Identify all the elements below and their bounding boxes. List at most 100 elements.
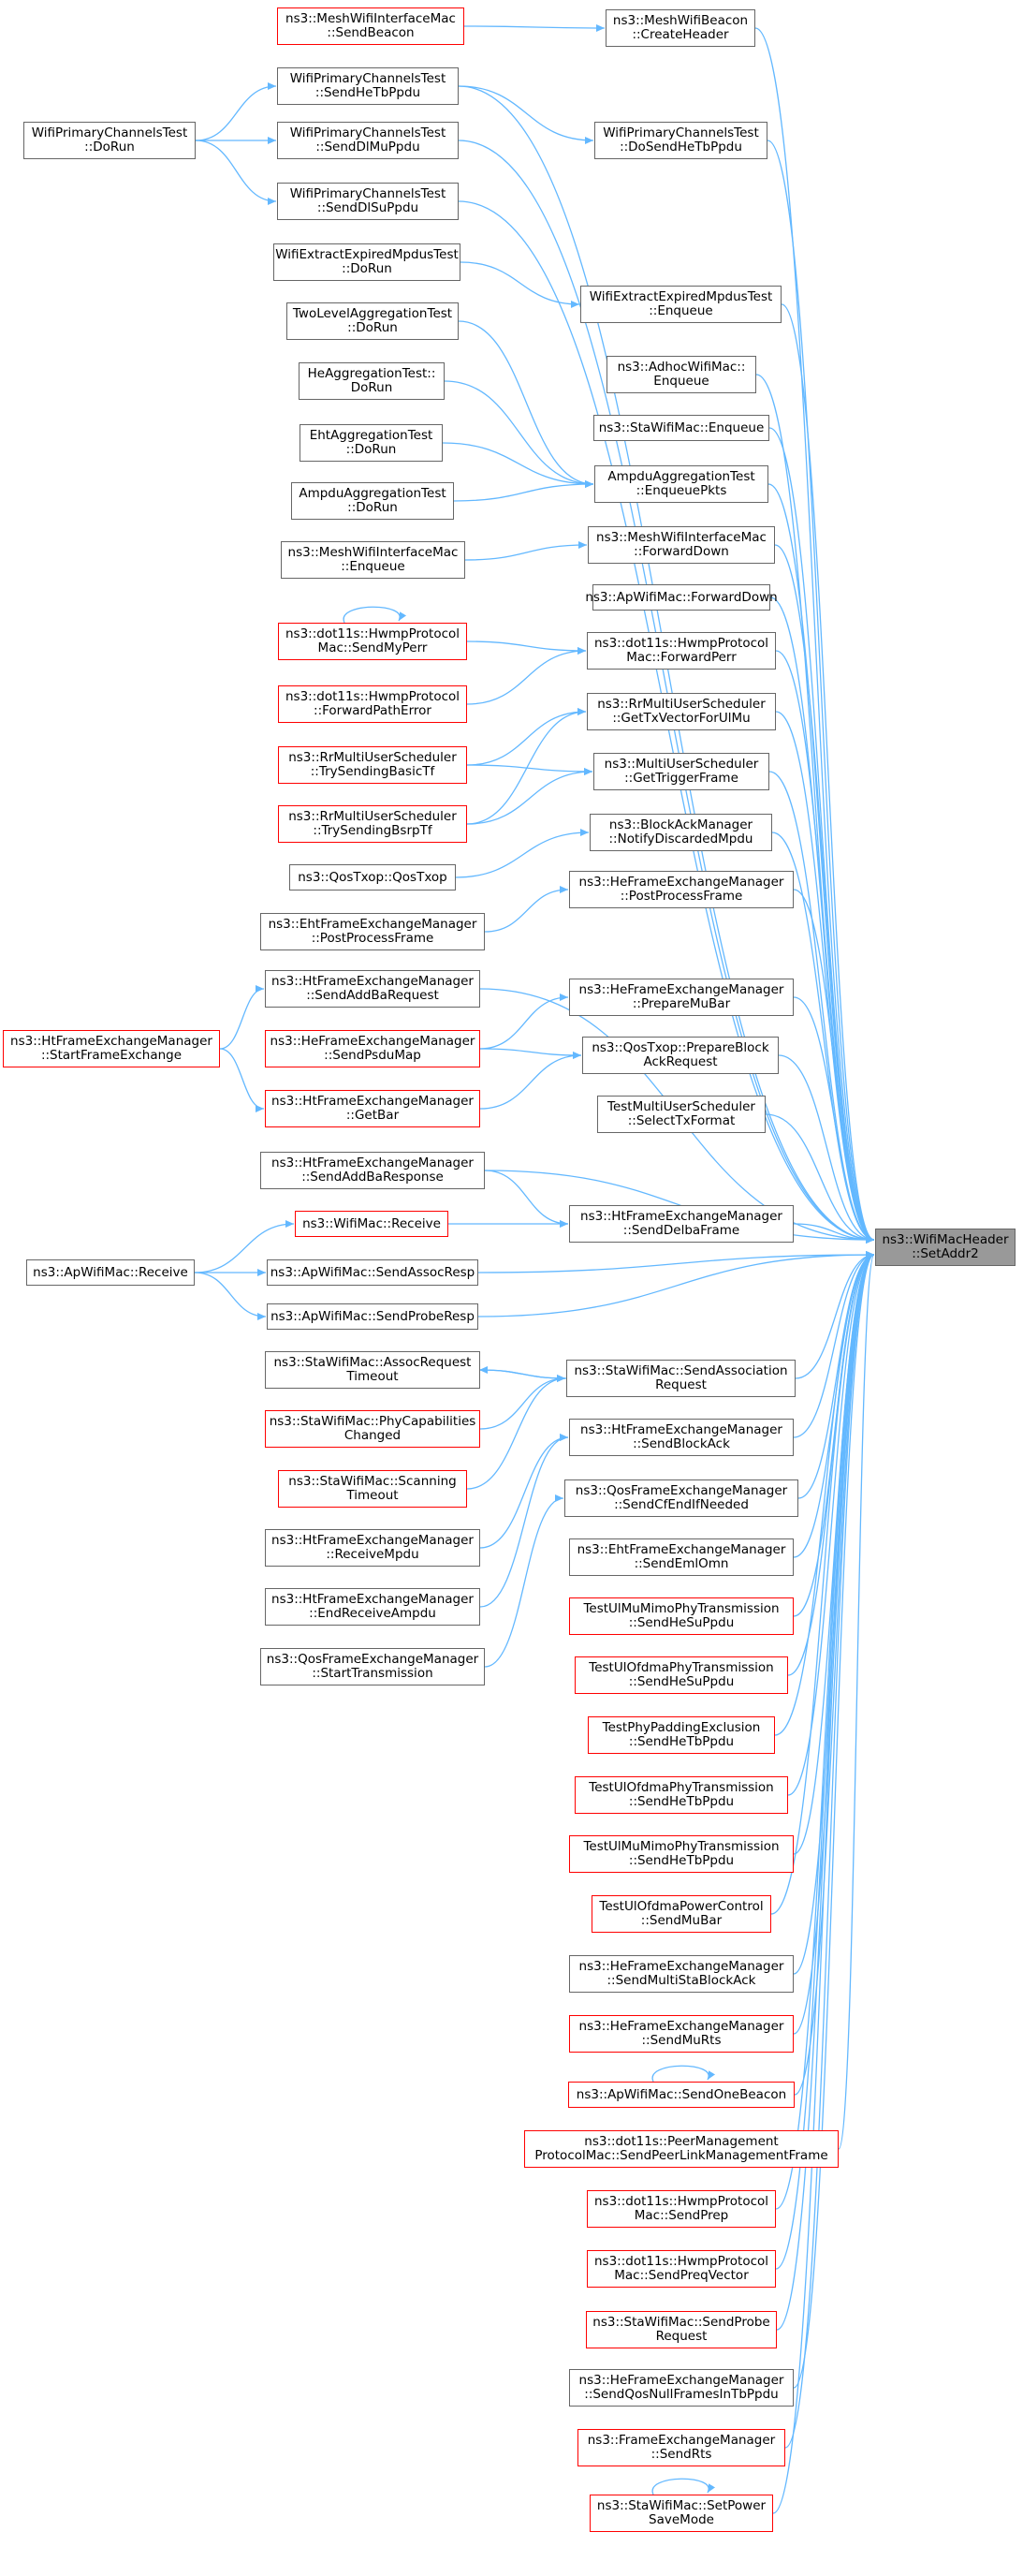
node-ns3-ehtframeexchangemanager-sendemlomn[interactable]: ns3::EhtFrameExchangeManager::SendEmlOmn bbox=[569, 1538, 794, 1576]
call-edge-n54-n49 bbox=[484, 1494, 564, 1668]
node-label-line: ns3::StaWifiMac::Enqueue bbox=[598, 420, 765, 435]
node-label-line: ns3::StaWifiMac::AssocRequest bbox=[273, 1355, 472, 1370]
node-ns3-rrmultiuserscheduler-trysendingbasictf[interactable]: ns3::RrMultiUserScheduler::TrySendingBas… bbox=[278, 746, 467, 784]
node-ns3-qostxop-qostxop[interactable]: ns3::QosTxop::QosTxop bbox=[289, 864, 456, 891]
node-wifiprimarychannelstest-dorun[interactable]: WifiPrimaryChannelsTest::DoRun bbox=[23, 122, 196, 159]
node-ampduaggregationtest-dorun[interactable]: AmpduAggregationTest::DoRun bbox=[291, 482, 454, 520]
node-ehtaggregationtest-dorun[interactable]: EhtAggregationTest::DoRun bbox=[300, 424, 443, 462]
node-label-line: TestUlOfdmaPhyTransmission bbox=[589, 1660, 774, 1675]
node-wifiextractexpiredmpdustest-enqueue[interactable]: WifiExtractExpiredMpdusTest::Enqueue bbox=[580, 286, 782, 323]
node-ns3-frameexchangemanager-sendrts[interactable]: ns3::FrameExchangeManager::SendRts bbox=[577, 2429, 785, 2466]
node-ns3-heframeexchangemanager-postprocessframe[interactable]: ns3::HeFrameExchangeManager::PostProcess… bbox=[569, 871, 794, 908]
node-ns3-heframeexchangemanager-sendmurts[interactable]: ns3::HeFrameExchangeManager::SendMuRts bbox=[569, 2015, 794, 2053]
node-ns3-qosframeexchangemanager-sendcfendifneeded[interactable]: ns3::QosFrameExchangeManager::SendCfEndI… bbox=[564, 1479, 798, 1517]
node-ns3-apwifimac-sendonebeacon[interactable]: ns3::ApWifiMac::SendOneBeacon bbox=[568, 2082, 795, 2108]
call-edge-n34-n35 bbox=[479, 1048, 582, 1059]
node-ns3-meshwifiinterfacemac-forwarddown[interactable]: ns3::MeshWifiInterfaceMac::ForwardDown bbox=[588, 526, 775, 564]
node-label-line: ns3::RrMultiUserScheduler bbox=[288, 809, 457, 824]
node-ampduaggregationtest-enqueuepkts[interactable]: AmpduAggregationTest::EnqueuePkts bbox=[594, 465, 768, 503]
node-ns3-heframeexchangemanager-sendqosnullframesintbppdu[interactable]: ns3::HeFrameExchangeManager::SendQosNull… bbox=[569, 2369, 794, 2407]
call-edge-n66-root bbox=[776, 1251, 875, 2331]
node-ns3-adhocwifimac-enqueue[interactable]: ns3::AdhocWifiMac::Enqueue bbox=[606, 356, 756, 393]
node-label-line: ns3::StaWifiMac::SendAssociation bbox=[574, 1363, 788, 1378]
node-ns3-stawifimac-enqueue[interactable]: ns3::StaWifiMac::Enqueue bbox=[593, 415, 769, 441]
node-label-line: WifiExtractExpiredMpdusTest bbox=[589, 289, 773, 304]
node-ns3-apwifimac-forwarddown[interactable]: ns3::ApWifiMac::ForwardDown bbox=[585, 584, 778, 611]
node-ns3-meshwifibeacon-createheader[interactable]: ns3::MeshWifiBeacon::CreateHeader bbox=[606, 9, 755, 47]
node-label-line: ::SendDelbaFrame bbox=[622, 1223, 740, 1238]
node-testphypaddingexclusion-sendhetbppdu[interactable]: TestPhyPaddingExclusion::SendHeTbPpdu bbox=[588, 1716, 775, 1754]
node-ns3-apwifimac-receive[interactable]: ns3::ApWifiMac::Receive bbox=[26, 1259, 195, 1286]
node-ns3-multiuserscheduler-gettriggerframe[interactable]: ns3::MultiUserScheduler::GetTriggerFrame bbox=[593, 753, 769, 790]
node-ns3-htframeexchangemanager-sendblockack[interactable]: ns3::HtFrameExchangeManager::SendBlockAc… bbox=[569, 1419, 794, 1456]
node-label-line: ns3::ApWifiMac::SendOneBeacon bbox=[576, 2086, 787, 2102]
node-label-line: ns3::HeFrameExchangeManager bbox=[578, 875, 784, 890]
node-label-line: ns3::RrMultiUserScheduler bbox=[288, 750, 457, 765]
node-label-line: TestMultiUserScheduler bbox=[607, 1099, 755, 1114]
node-heaggregationtest-dorun[interactable]: HeAggregationTest::DoRun bbox=[299, 362, 445, 400]
node-ns3-heframeexchangemanager-sendmultistablockack[interactable]: ns3::HeFrameExchangeManager::SendMultiSt… bbox=[569, 1955, 794, 1993]
node-ns3-heframeexchangemanager-sendpsdumap[interactable]: ns3::HeFrameExchangeManager::SendPsduMap bbox=[265, 1030, 480, 1067]
node-label-line: Request bbox=[655, 2329, 708, 2344]
node-testulmumimophytransmission-sendhetbppdu[interactable]: TestUlMuMimoPhyTransmission::SendHeTbPpd… bbox=[569, 1835, 794, 1873]
call-edge-n37-root bbox=[765, 1113, 875, 1244]
node-ns3-ehtframeexchangemanager-postprocessframe[interactable]: ns3::EhtFrameExchangeManager::PostProces… bbox=[260, 913, 485, 950]
node-wifiprimarychannelstest-dosendhetbppdu[interactable]: WifiPrimaryChannelsTest::DoSendHeTbPpdu bbox=[594, 122, 767, 159]
node-testmultiuserscheduler-selecttxformat[interactable]: TestMultiUserScheduler::SelectTxFormat bbox=[597, 1096, 766, 1133]
node-ns3-htframeexchangemanager-sendaddbarequest[interactable]: ns3::HtFrameExchangeManager::SendAddBaRe… bbox=[265, 970, 480, 1008]
node-label-line: ns3::HtFrameExchangeManager bbox=[580, 1209, 782, 1224]
node-twolevelaggregationtest-dorun[interactable]: TwoLevelAggregationTest::DoRun bbox=[286, 302, 459, 340]
node-ns3-meshwifiinterfacemac-sendbeacon[interactable]: ns3::MeshWifiInterfaceMac::SendBeacon bbox=[277, 7, 464, 45]
node-wifiprimarychannelstest-senddlmuppdu[interactable]: WifiPrimaryChannelsTest::SendDlMuPpdu bbox=[277, 122, 459, 159]
node-ns3-heframeexchangemanager-preparemubar[interactable]: ns3::HeFrameExchangeManager::PrepareMuBa… bbox=[569, 979, 794, 1016]
call-edge-n41-n39 bbox=[194, 1220, 295, 1273]
node-testulofdmaphytransmission-sendhetbppdu[interactable]: TestUlOfdmaPhyTransmission::SendHeTbPpdu bbox=[575, 1776, 788, 1814]
node-label-line: ::PostProcessFrame bbox=[620, 889, 743, 904]
node-ns3-wifimac-receive[interactable]: ns3::WifiMac::Receive bbox=[295, 1211, 448, 1237]
node-label-line: ::SendDlMuPpdu bbox=[315, 140, 420, 155]
node-ns3-meshwifiinterfacemac-enqueue[interactable]: ns3::MeshWifiInterfaceMac::Enqueue bbox=[281, 541, 465, 579]
call-edge-n8-n9 bbox=[460, 261, 580, 308]
node-ns3-rrmultiuserscheduler-trysendingbsrptf[interactable]: ns3::RrMultiUserScheduler::TrySendingBsr… bbox=[278, 805, 467, 843]
node-wifiprimarychannelstest-sendhetbppdu[interactable]: WifiPrimaryChannelsTest::SendHeTbPpdu bbox=[277, 67, 459, 105]
call-edge-n20-n21 bbox=[466, 640, 587, 655]
node-ns3-htframeexchangemanager-startframeexchange[interactable]: ns3::HtFrameExchangeManager::StartFrameE… bbox=[3, 1030, 220, 1067]
node-testulofdmapowercontrol-sendmubar[interactable]: TestUlOfdmaPowerControl::SendMuBar bbox=[592, 1895, 771, 1933]
node-ns3-htframeexchangemanager-getbar[interactable]: ns3::HtFrameExchangeManager::GetBar bbox=[265, 1090, 480, 1127]
node-wifiextractexpiredmpdustest-dorun[interactable]: WifiExtractExpiredMpdusTest::DoRun bbox=[273, 243, 460, 281]
node-label-line: ns3::EhtFrameExchangeManager bbox=[577, 1542, 786, 1557]
node-ns3-apwifimac-sendproberesp[interactable]: ns3::ApWifiMac::SendProbeResp bbox=[267, 1303, 478, 1330]
node-label-line: WifiPrimaryChannelsTest bbox=[289, 125, 446, 140]
node-ns3-rrmultiuserscheduler-gettxvectorforulmu[interactable]: ns3::RrMultiUserScheduler::GetTxVectorFo… bbox=[587, 693, 776, 730]
node-ns3-apwifimac-sendassocresp[interactable]: ns3::ApWifiMac::SendAssocResp bbox=[267, 1259, 478, 1286]
node-testulofdmaphytransmission-sendhesuppdu[interactable]: TestUlOfdmaPhyTransmission::SendHeSuPpdu bbox=[575, 1656, 788, 1694]
node-ns3-htframeexchangemanager-senddelbaframe[interactable]: ns3::HtFrameExchangeManager::SendDelbaFr… bbox=[569, 1205, 794, 1243]
node-ns3-qosframeexchangemanager-starttransmission[interactable]: ns3::QosFrameExchangeManager::StartTrans… bbox=[260, 1648, 485, 1685]
node-wifiprimarychannelstest-senddlsuppdu[interactable]: WifiPrimaryChannelsTest::SendDlSuPpdu bbox=[277, 183, 459, 220]
node-label-line: ::DoSendHeTbPpdu bbox=[620, 140, 742, 155]
node-label-line: ns3::BlockAckManager bbox=[608, 817, 753, 832]
call-edge-n57-root bbox=[787, 1251, 875, 1796]
call-edge-n20-n20 bbox=[343, 606, 407, 624]
call-edge-n42-root bbox=[477, 1251, 875, 1273]
node-ns3-htframeexchangemanager-receivempdu[interactable]: ns3::HtFrameExchangeManager::ReceiveMpdu bbox=[265, 1529, 480, 1567]
node-ns3-htframeexchangemanager-sendaddbaresponse[interactable]: ns3::HtFrameExchangeManager::SendAddBaRe… bbox=[260, 1152, 485, 1189]
node-ns3-htframeexchangemanager-endreceiveampdu[interactable]: ns3::HtFrameExchangeManager::EndReceiveA… bbox=[265, 1588, 480, 1626]
node-label-line: ns3::QosFrameExchangeManager bbox=[575, 1483, 788, 1498]
node-ns3-blockackmanager-notifydiscardedmpdu[interactable]: ns3::BlockAckManager::NotifyDiscardedMpd… bbox=[590, 814, 772, 851]
node-ns3-dot11s-hwmpprotocol-forwardpatherror[interactable]: ns3::dot11s::HwmpProtocol::ForwardPathEr… bbox=[278, 685, 467, 723]
node-testulmumimophytransmission-sendhesuppdu[interactable]: TestUlMuMimoPhyTransmission::SendHeSuPpd… bbox=[569, 1597, 794, 1635]
